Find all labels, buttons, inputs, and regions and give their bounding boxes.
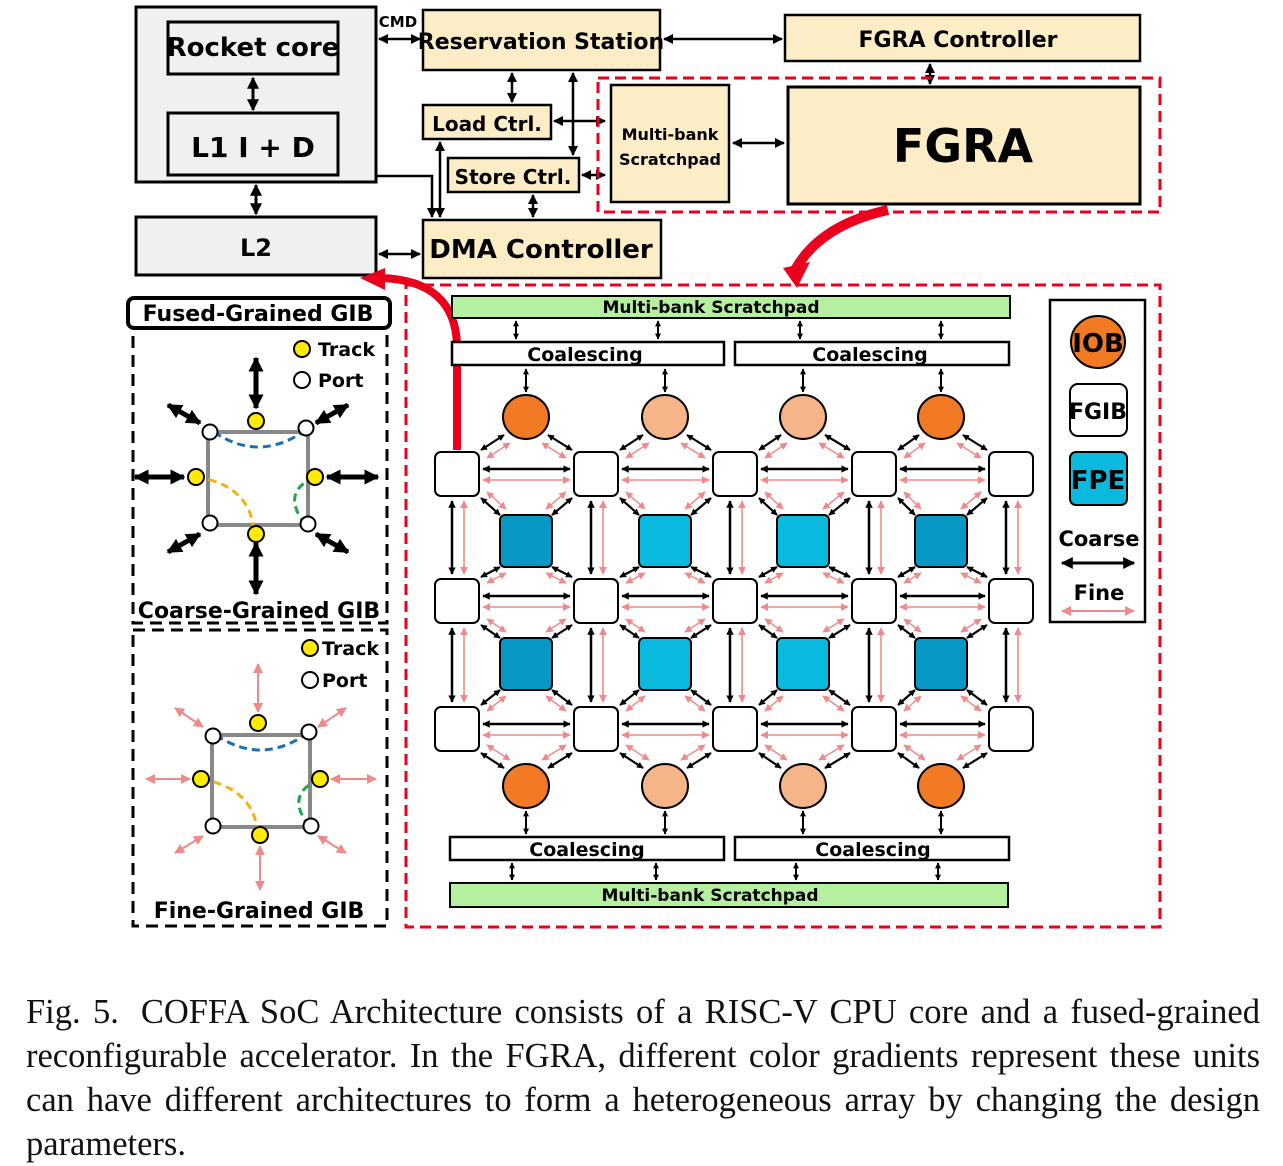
legend-iob-shape [1070,315,1126,369]
track-legend-dot-fine [301,639,319,657]
scratchpad-top [451,295,1011,319]
l1-cache-box [166,111,340,177]
zoom-arrow-gib [379,274,461,450]
l1-cache-label: L1 I + D [191,131,315,164]
fgib-r3-c3 [712,706,758,752]
track-legend-label: Track [318,339,375,361]
dma-controller-label: DMA Controller [429,235,653,265]
rocket-core-box [166,20,340,76]
legend-fpe-shape [1069,451,1128,506]
coalescing-top-left [450,340,726,367]
figure-caption: Fig. 5.COFFA SoC Architecture consists o… [26,990,1260,1166]
fpe-r1-c1 [499,514,553,568]
zoom-arrow-fgra [790,205,890,273]
fgra-array [434,368,1034,835]
coalescing-bottom-right [733,835,1011,862]
iob-top-3 [779,394,827,440]
iob-top-1 [502,394,550,440]
legend-fgib-shape [1069,383,1128,437]
load-ctrl-label: Load Ctrl. [432,112,542,136]
figure-label: Fig. 5. [26,993,119,1031]
iob-bottom-1 [502,763,550,809]
fgra-controller-label: FGRA Controller [859,28,1058,53]
iob-bottom-4 [917,763,965,809]
reservation-station-box [421,8,662,72]
reservation-station-label: Reservation Station [418,30,664,55]
fgib-r2-c5 [988,578,1034,624]
load-ctrl-box [421,103,553,141]
fgib-r3-c2 [573,706,619,752]
l2-cache-label: L2 [240,234,272,262]
scratchpad-bottom-label: Multi-bank Scratchpad [601,886,818,906]
fgib-r1-c1 [434,451,480,497]
coalescing-bottom-left [448,835,726,862]
fpe-r1-c4 [914,514,968,568]
fgra-label: FGRA [893,119,1034,173]
legend-fgib-label: FGIB [1069,400,1127,425]
port-legend-label-fine: Port [322,670,367,692]
multibank-scratchpad-box [609,83,731,204]
coalescing-top-left-label: Coalescing [527,344,642,366]
coffa-soc-diagram: Rocket core L1 I + D L2 CMD Reservation … [126,5,1162,929]
store-ctrl-label: Store Ctrl. [455,165,572,189]
legend-iob-label: IOB [1072,329,1124,359]
fgib-r3-c4 [851,706,897,752]
fine-gib-label: Fine-Grained GIB [154,899,365,924]
fgra-box [786,85,1142,206]
fgib-r1-c3 [712,451,758,497]
fgib-r3-c1 [434,706,480,752]
scratchpad-bottom [449,882,1009,908]
fgib-r3-c5 [988,706,1034,752]
fpe-r1-c2 [638,514,692,568]
fgra-controller-box [783,13,1142,63]
fpe-r2-c3 [776,637,830,691]
fgib-r2-c4 [851,578,897,624]
cpu-block: Rocket core L1 I + D [134,5,378,184]
dma-controller-box [421,218,663,280]
l2-cache-box [134,215,378,277]
fgib-r2-c2 [573,578,619,624]
port-legend-label: Port [318,370,363,392]
fine-gib-panel [131,628,389,928]
track-legend-label-fine: Track [322,638,379,660]
coalescing-bottom-right-label: Coalescing [815,839,930,861]
legend-fpe-label: FPE [1071,466,1126,496]
fgib-r1-c4 [851,451,897,497]
fgib-r1-c2 [573,451,619,497]
legend-coarse-label: Coarse [1058,527,1139,551]
fused-gib-title: Fused-Grained GIB [143,302,374,327]
fgib-r2-c1 [434,578,480,624]
fgra-array-outline [404,283,1162,929]
fgib-r2-c3 [712,578,758,624]
scratchpad-top-label: Multi-bank Scratchpad [602,298,819,318]
store-ctrl-box [446,156,581,194]
iob-bottom-2 [641,763,689,809]
fpe-r1-c3 [776,514,830,568]
multibank-scratchpad-label-1: Multi-bank [622,125,719,144]
coarse-gib-label: Coarse-Grained GIB [138,599,380,624]
coalescing-top-right [733,340,1011,367]
legend-fine-label: Fine [1074,581,1125,605]
iob-top-4 [917,394,965,440]
figure-caption-text: COFFA SoC Architecture consists of a RIS… [26,993,1260,1163]
cmd-label: CMD [379,13,417,31]
coarse-gib-diagram [133,356,380,596]
fpe-r2-c2 [638,637,692,691]
multibank-scratchpad-label-2: Scratchpad [619,150,721,169]
coalescing-bottom-left-label: Coalescing [529,839,644,861]
port-legend-dot [293,371,311,389]
fine-gib-diagram [145,663,377,891]
track-legend-dot [293,340,311,358]
iob-top-2 [641,394,689,440]
rocket-core-label: Rocket core [167,33,340,63]
fpe-r2-c4 [914,637,968,691]
fused-gib-title-box [126,296,392,330]
port-legend-dot-fine [301,671,319,689]
coarse-gib-panel [131,321,389,625]
fpe-r2-c1 [499,637,553,691]
coalescing-top-right-label: Coalescing [812,344,927,366]
fgib-r1-c5 [988,451,1034,497]
iob-bottom-3 [779,763,827,809]
